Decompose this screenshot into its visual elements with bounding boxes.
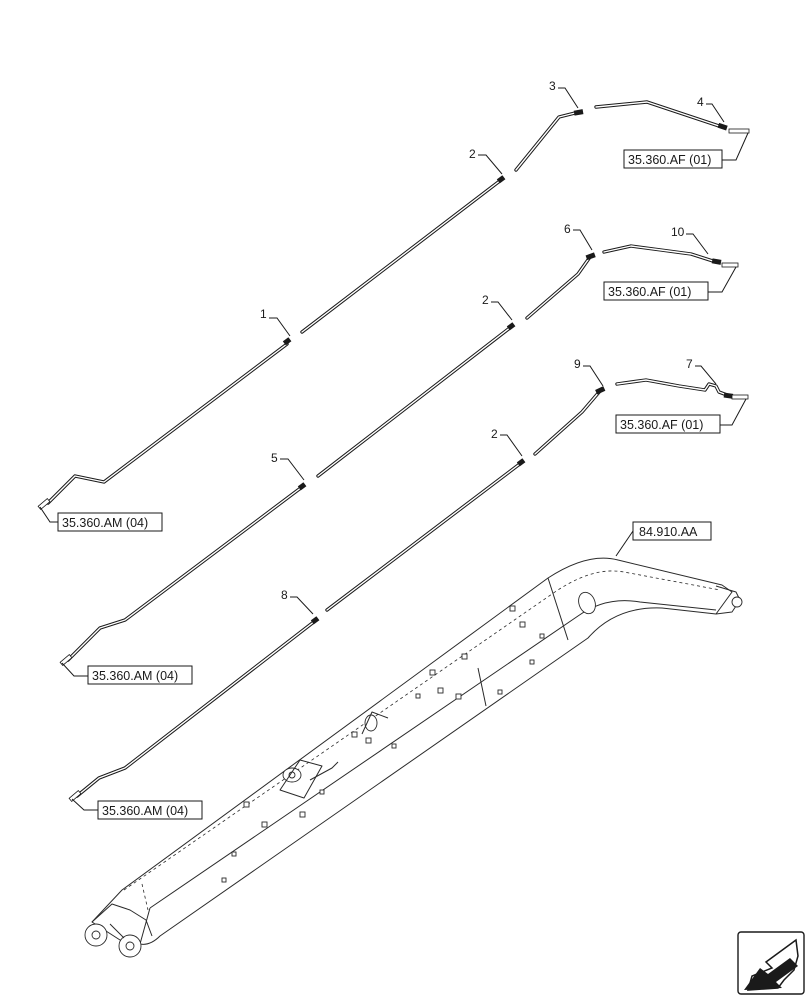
pipe-assembly-middle xyxy=(59,244,739,666)
callout-2-bottom: 2 xyxy=(491,427,498,441)
ref-af-top-label: 35.360.AF (01) xyxy=(628,153,711,167)
ref-am-low-label: 35.360.AM (04) xyxy=(102,804,188,818)
ref-am-top-label: 35.360.AM (04) xyxy=(62,516,148,530)
callout-numbers: 1 2 3 4 2 5 6 10 2 7 8 9 xyxy=(260,79,704,602)
ref-box-af-low[interactable] xyxy=(615,414,721,434)
callout-leaders xyxy=(269,87,725,615)
ref-box-boom[interactable] xyxy=(632,521,712,541)
callout-5: 5 xyxy=(271,451,278,465)
pipe-assembly-top xyxy=(37,100,750,510)
ref-box-af-mid[interactable] xyxy=(603,281,709,301)
reference-boxes: 35.360.AF (01) 35.360.AF (01) 35.360.AF … xyxy=(39,132,749,820)
callout-7: 7 xyxy=(686,357,693,371)
boom-arm xyxy=(84,557,743,958)
pipe-assembly-bottom xyxy=(68,378,749,802)
ref-af-low-label: 35.360.AF (01) xyxy=(620,418,703,432)
ref-box-am-top[interactable] xyxy=(57,512,163,532)
callout-2-top: 2 xyxy=(469,147,476,161)
callout-4: 4 xyxy=(697,95,704,109)
callout-2-middle: 2 xyxy=(482,293,489,307)
ref-am-mid-label: 35.360.AM (04) xyxy=(92,669,178,683)
ref-box-am-low[interactable] xyxy=(97,800,203,820)
ref-af-mid-label: 35.360.AF (01) xyxy=(608,285,691,299)
arrow-down-left-icon[interactable] xyxy=(737,931,805,995)
callout-1: 1 xyxy=(260,307,267,321)
callout-3: 3 xyxy=(549,79,556,93)
ref-box-af-top[interactable] xyxy=(623,149,723,169)
callout-9: 9 xyxy=(574,357,581,371)
callout-8: 8 xyxy=(281,588,288,602)
callout-10: 10 xyxy=(671,225,685,239)
callout-6: 6 xyxy=(564,222,571,236)
ref-boom-label: 84.910.AA xyxy=(639,525,698,539)
ref-box-am-mid[interactable] xyxy=(87,665,193,685)
